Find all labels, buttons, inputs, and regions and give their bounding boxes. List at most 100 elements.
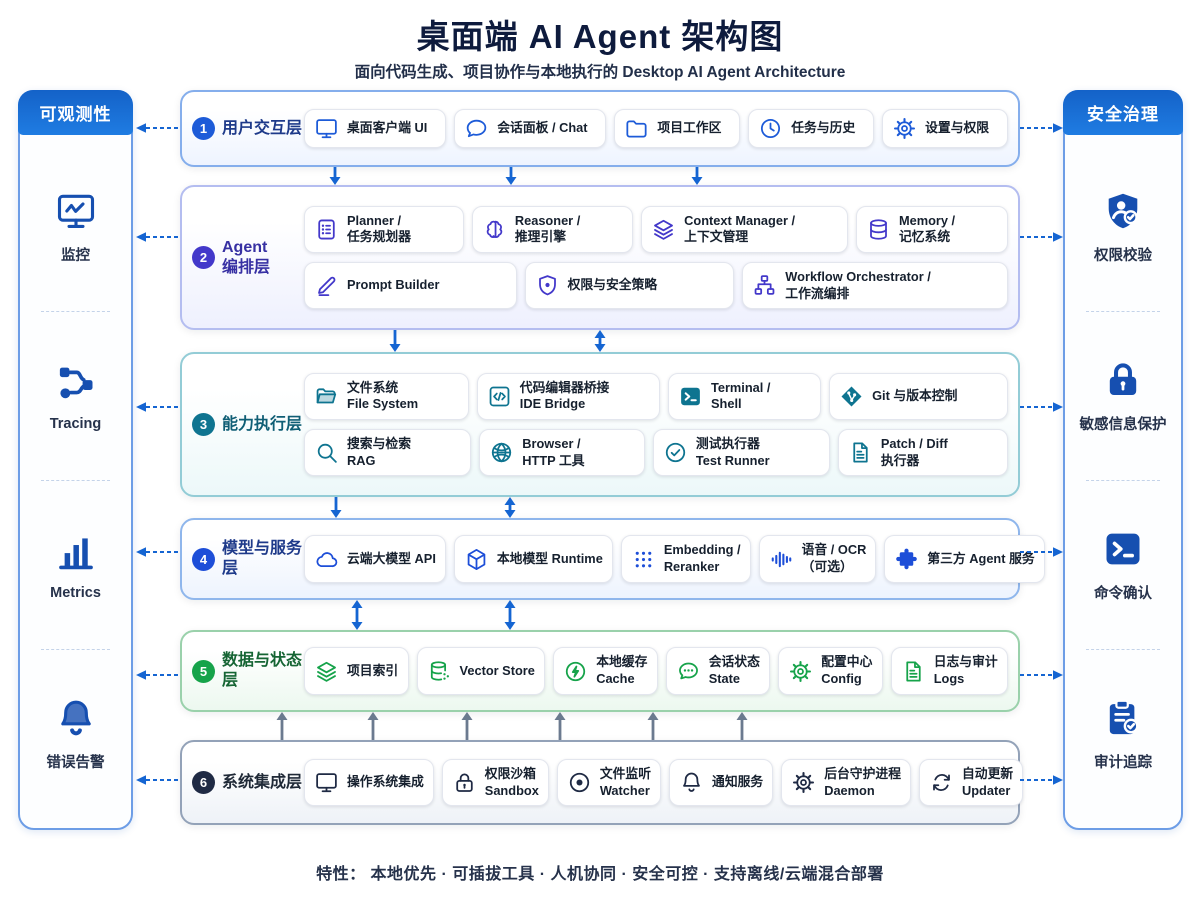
- dashed-arrow-left-icon: [136, 774, 180, 786]
- waveform-icon: [769, 547, 794, 572]
- zap-circle-icon: [563, 659, 588, 684]
- component-card-label: 桌面客户端 UI: [347, 120, 428, 136]
- security-item-label: 权限校验: [1094, 248, 1152, 264]
- observability-item-label: Tracing: [49, 415, 102, 432]
- component-card-label: Terminal /Shell: [710, 379, 771, 412]
- component-card: Git 与版本控制: [829, 372, 1009, 420]
- dashed-arrow-left-icon: [136, 401, 180, 413]
- component-card: Vector Store: [416, 647, 546, 695]
- check-circle-icon: [663, 440, 688, 465]
- component-card: 第三方 Agent 服务: [884, 535, 1045, 583]
- component-card-label: Embedding /Reranker: [663, 542, 741, 574]
- observability-item-3: Metrics: [26, 481, 125, 649]
- component-card: 项目工作区: [614, 109, 741, 148]
- layer-number-badge: 4: [192, 547, 215, 571]
- component-card-label: 任务与历史: [791, 120, 856, 136]
- orgchart-icon: [752, 273, 777, 298]
- layer-name: 系统集成层: [222, 773, 303, 791]
- connector-l4-l5: [180, 600, 1020, 630]
- bar-chart-icon: [54, 530, 98, 574]
- security-item-label: 审计追踪: [1094, 755, 1152, 771]
- connector-l1-l2: [180, 167, 1020, 185]
- refresh-icon: [929, 770, 954, 795]
- component-card: 语音 / OCR（可选）: [758, 535, 877, 583]
- code-box-icon: [487, 384, 512, 409]
- dashed-arrow-right-icon: [1020, 774, 1063, 786]
- connector-l3-l4: [180, 497, 1020, 518]
- security-panel-title: 安全治理: [1063, 90, 1183, 135]
- component-card-label: Planner /任务规划器: [347, 212, 411, 245]
- layer-number-badge: 1: [192, 117, 215, 140]
- dashed-arrow-right-icon: [1020, 669, 1063, 681]
- component-card-label: Prompt Builder: [347, 277, 440, 293]
- chat-icon: [464, 116, 489, 141]
- page-subtitle: 面向代码生成、项目协作与本地执行的 Desktop AI Agent Archi…: [354, 64, 846, 81]
- clock-icon: [758, 116, 783, 141]
- connector-l5-l6: [180, 712, 1020, 740]
- component-card: Context Manager /上下文管理: [641, 205, 848, 253]
- component-card: 任务与历史: [748, 109, 875, 148]
- layer-name: 模型与服务层: [222, 540, 303, 577]
- component-card-label: 第三方 Agent 服务: [927, 550, 1035, 566]
- database-dots-icon: [427, 659, 452, 684]
- component-card: Prompt Builder: [304, 262, 517, 310]
- dashed-arrow-right-icon: [1020, 546, 1063, 558]
- brain-icon: [482, 217, 507, 242]
- arrow-up-icon: [552, 712, 568, 740]
- security-separator: [1086, 311, 1160, 312]
- arrow-up-icon: [365, 712, 381, 740]
- checklist-icon: [314, 217, 339, 242]
- arrow-updown-icon: [349, 600, 365, 630]
- file-lines-icon: [901, 659, 926, 684]
- gear-icon: [892, 116, 917, 141]
- puzzle-icon: [894, 547, 919, 572]
- observability-panel-title: 可观测性: [18, 90, 133, 135]
- file-lines-icon: [848, 440, 873, 465]
- bell-icon: [679, 770, 704, 795]
- component-card: 权限与安全策略: [524, 262, 735, 310]
- component-card-label: 云端大模型 API: [347, 550, 436, 566]
- arrow-up-icon: [645, 712, 661, 740]
- observability-item-2: Tracing: [26, 312, 125, 480]
- features-note: 特性： 本地优先 · 可插拔工具 · 人机协同 · 安全可控 · 支持离线/云端…: [316, 866, 884, 883]
- security-item-label: 命令确认: [1094, 586, 1152, 602]
- page-title: 桌面端 AI Agent 架构图: [416, 18, 784, 55]
- component-card-label: Context Manager /上下文管理: [684, 212, 796, 245]
- dashed-arrow-right-icon: [1020, 122, 1063, 134]
- arrow-up-icon: [274, 712, 290, 740]
- dashed-arrow-left-icon: [136, 122, 180, 134]
- component-card: 通知服务: [669, 758, 774, 807]
- cloud-icon: [314, 547, 339, 572]
- component-card: Embedding /Reranker: [620, 535, 751, 583]
- component-card: Planner /任务规划器: [304, 205, 464, 253]
- git-icon: [839, 384, 864, 409]
- dashed-arrow-left-icon: [136, 231, 180, 243]
- component-card: 项目索引: [304, 647, 409, 695]
- component-card: Terminal /Shell: [667, 372, 822, 420]
- terminal-icon: [1101, 527, 1145, 571]
- component-card: 设置与权限: [882, 109, 1008, 148]
- arrow-updown-icon: [502, 600, 518, 630]
